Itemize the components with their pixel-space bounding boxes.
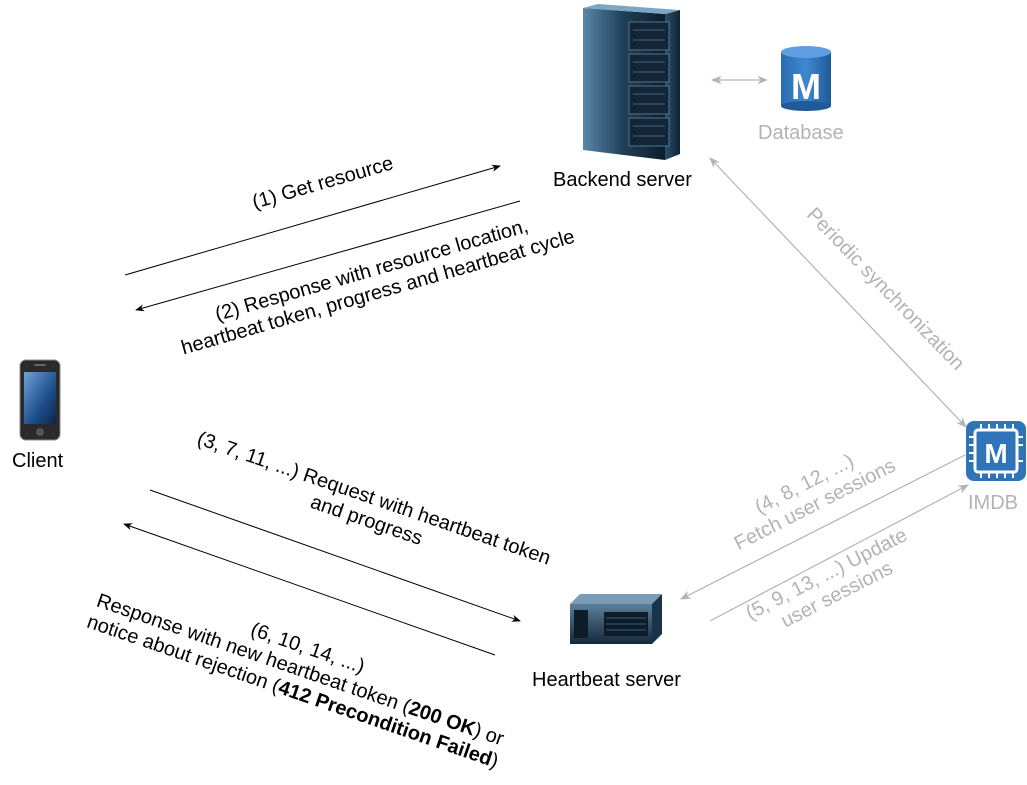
imdb-icon: M — [966, 421, 1026, 481]
client-label: Client — [12, 450, 64, 472]
arrow-periodic-sync — [709, 157, 967, 428]
imdb-icon-letter: M — [984, 438, 1007, 469]
backend-server-icon — [583, 4, 680, 160]
arrow-fetch-sessions — [680, 454, 966, 600]
heartbeat-server-label: Heartbeat server — [532, 669, 681, 691]
imdb-label: IMDB — [968, 492, 1018, 514]
arrow-reply — [123, 523, 496, 656]
arrow-get-resource — [124, 164, 501, 276]
arrow-request — [149, 489, 521, 622]
client-phone-icon — [19, 359, 61, 441]
database-label: Database — [758, 122, 844, 144]
heartbeat-server-icon — [570, 594, 662, 644]
arrow-update-sessions — [709, 484, 969, 622]
database-icon: M — [781, 46, 831, 111]
backend-server-label: Backend server — [553, 169, 692, 191]
arrow-response — [135, 200, 521, 312]
database-icon-letter: M — [791, 66, 821, 107]
